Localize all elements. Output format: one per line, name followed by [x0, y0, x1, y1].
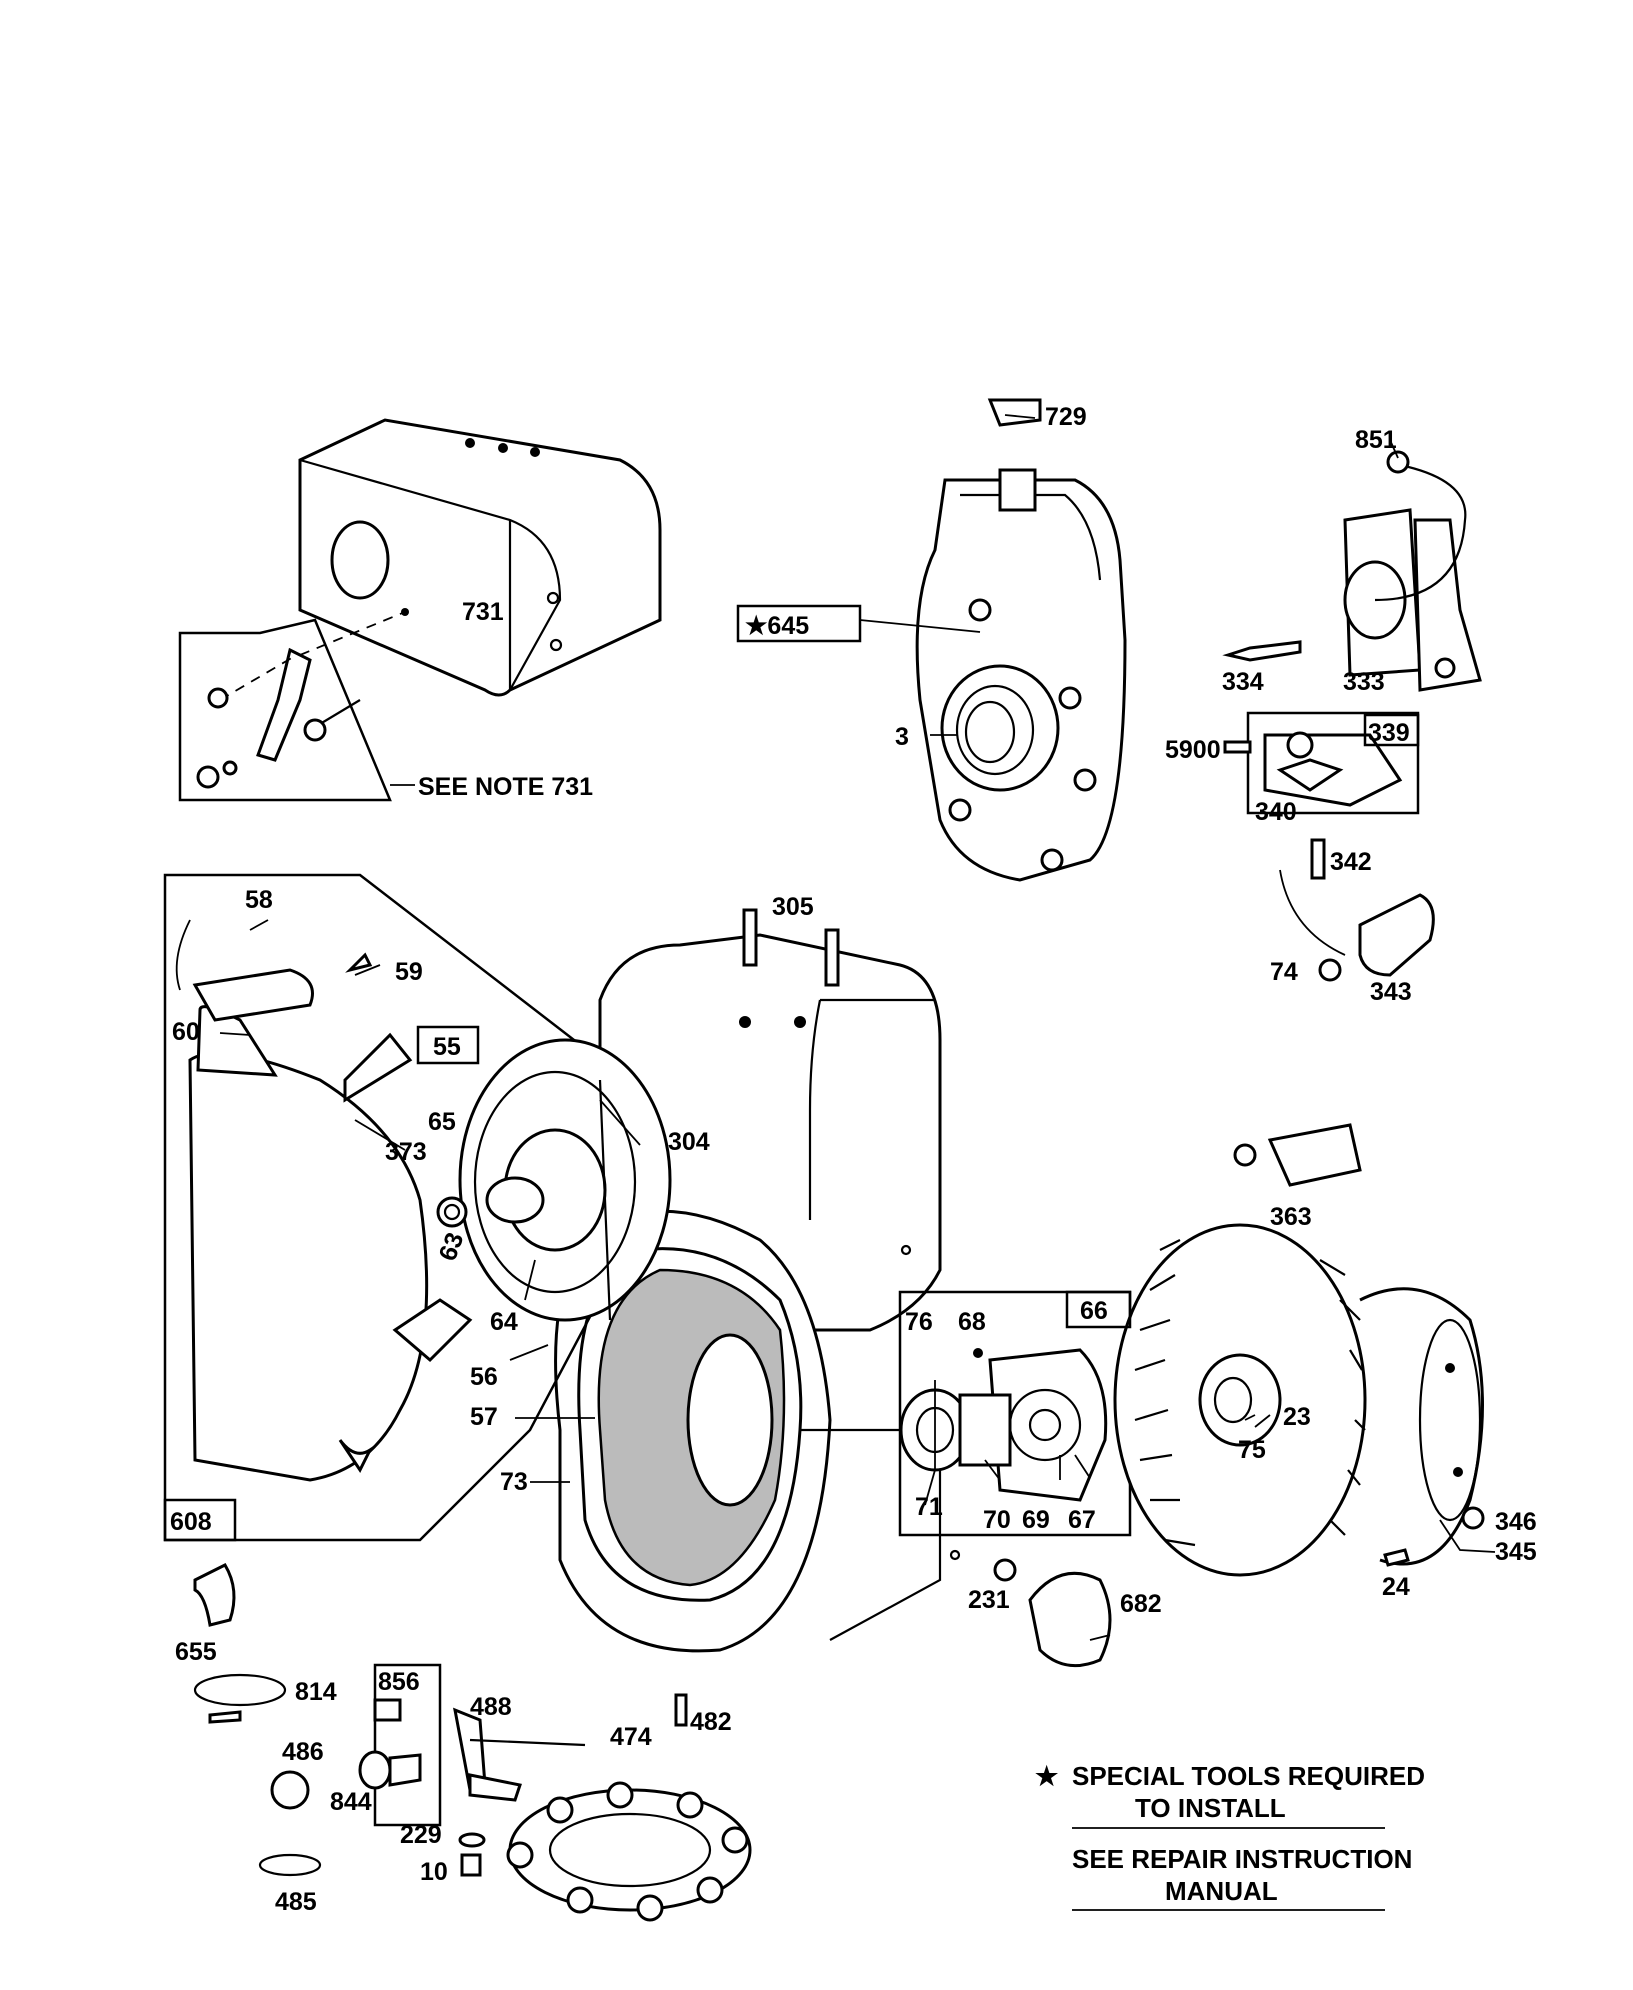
- note-line-4: MANUAL: [1165, 1876, 1278, 1906]
- label-488: 488: [470, 1693, 512, 1721]
- label-339: 339: [1368, 719, 1410, 747]
- label-69: 69: [1022, 1506, 1050, 1534]
- cover-731: [298, 418, 662, 697]
- label-814: 814: [295, 1678, 337, 1706]
- label-345: 345: [1495, 1538, 1537, 1566]
- label-63: 63: [434, 1229, 470, 1265]
- rewind-starter-group: [163, 873, 622, 1542]
- label-229: 229: [400, 1821, 442, 1849]
- crankcase-cover-645: [915, 398, 1127, 882]
- label-482: 482: [690, 1708, 732, 1736]
- label-363: 363: [1270, 1203, 1312, 1231]
- ring-485: [258, 1853, 322, 1877]
- label-59: 59: [395, 958, 423, 986]
- label-645: ★645: [745, 612, 809, 640]
- ring-814: [193, 1673, 287, 1707]
- label-333: 333: [1343, 668, 1385, 696]
- label-73: 73: [500, 1468, 528, 1496]
- label-346: 346: [1495, 1508, 1537, 1536]
- label-65: 65: [428, 1108, 456, 1136]
- label-342: 342: [1330, 848, 1372, 876]
- blower-housing: [554, 933, 961, 1653]
- stator-474: [506, 1781, 752, 1922]
- ignition-coil-333: [1343, 450, 1482, 692]
- note-line-1: SPECIAL TOOLS REQUIRED: [1072, 1761, 1425, 1791]
- label-71: 71: [915, 1493, 943, 1521]
- label-486: 486: [282, 1738, 324, 1766]
- flywheel: [1113, 1223, 1484, 1577]
- label-64: 64: [490, 1308, 518, 1336]
- label-304: 304: [668, 1128, 710, 1156]
- part-labels: 729 851 ★645 731 3 334 333 5900 339 340 …: [163, 403, 1537, 1916]
- drive-assembly-group: [898, 1290, 1132, 1537]
- screw-334: [1222, 640, 1302, 662]
- screw-305: [742, 908, 758, 967]
- part-655: [193, 1563, 236, 1627]
- label-10: 10: [420, 1858, 448, 1886]
- label-5900: 5900: [1165, 736, 1221, 764]
- label-844: 844: [330, 1788, 372, 1816]
- label-3: 3: [895, 723, 909, 751]
- label-55: 55: [433, 1033, 461, 1061]
- label-76: 76: [905, 1308, 933, 1336]
- label-60: 60: [172, 1018, 200, 1046]
- see-note-731: SEE NOTE 731: [418, 773, 593, 801]
- label-305: 305: [772, 893, 814, 921]
- label-655: 655: [175, 1638, 217, 1666]
- screw-305b: [824, 928, 840, 987]
- label-57: 57: [470, 1403, 498, 1431]
- label-485: 485: [275, 1888, 317, 1916]
- label-231: 231: [968, 1586, 1010, 1614]
- box-856: [373, 1663, 442, 1827]
- label-66: 66: [1080, 1297, 1108, 1325]
- label-343: 343: [1370, 978, 1412, 1006]
- label-23: 23: [1283, 1403, 1311, 1431]
- label-729: 729: [1045, 403, 1087, 431]
- label-70: 70: [983, 1506, 1011, 1534]
- label-856: 856: [378, 1668, 420, 1696]
- label-851: 851: [1355, 426, 1397, 454]
- note-line-2: TO INSTALL: [1135, 1793, 1286, 1823]
- label-731: 731: [462, 598, 504, 626]
- label-474: 474: [610, 1723, 652, 1751]
- part-363: [1267, 1123, 1362, 1187]
- label-334: 334: [1222, 668, 1264, 696]
- label-373: 373: [385, 1138, 427, 1166]
- key-24: [1383, 1548, 1410, 1567]
- label-608: 608: [170, 1508, 212, 1536]
- label-74: 74: [1270, 958, 1298, 986]
- label-58: 58: [245, 886, 273, 914]
- star-symbol: ★: [1035, 1761, 1059, 1791]
- part-682: [1028, 1571, 1112, 1668]
- label-340: 340: [1255, 798, 1297, 826]
- note-line-3: SEE REPAIR INSTRUCTION: [1072, 1844, 1412, 1874]
- label-682: 682: [1120, 1590, 1162, 1618]
- label-75: 75: [1238, 1436, 1266, 1464]
- starter-pulley: [436, 1038, 672, 1322]
- label-24: 24: [1382, 1573, 1410, 1601]
- label-67: 67: [1068, 1506, 1096, 1534]
- leader-lines: [219, 414, 1496, 1641]
- label-56: 56: [470, 1363, 498, 1391]
- label-68: 68: [958, 1308, 986, 1336]
- breaker-points-group: [1223, 711, 1420, 815]
- notes-block: ★ SPECIAL TOOLS REQUIRED TO INSTALL SEE …: [1035, 1761, 1425, 1911]
- part-486: [270, 1770, 310, 1810]
- condenser-group: [1279, 838, 1435, 982]
- bracket-group: [178, 611, 415, 802]
